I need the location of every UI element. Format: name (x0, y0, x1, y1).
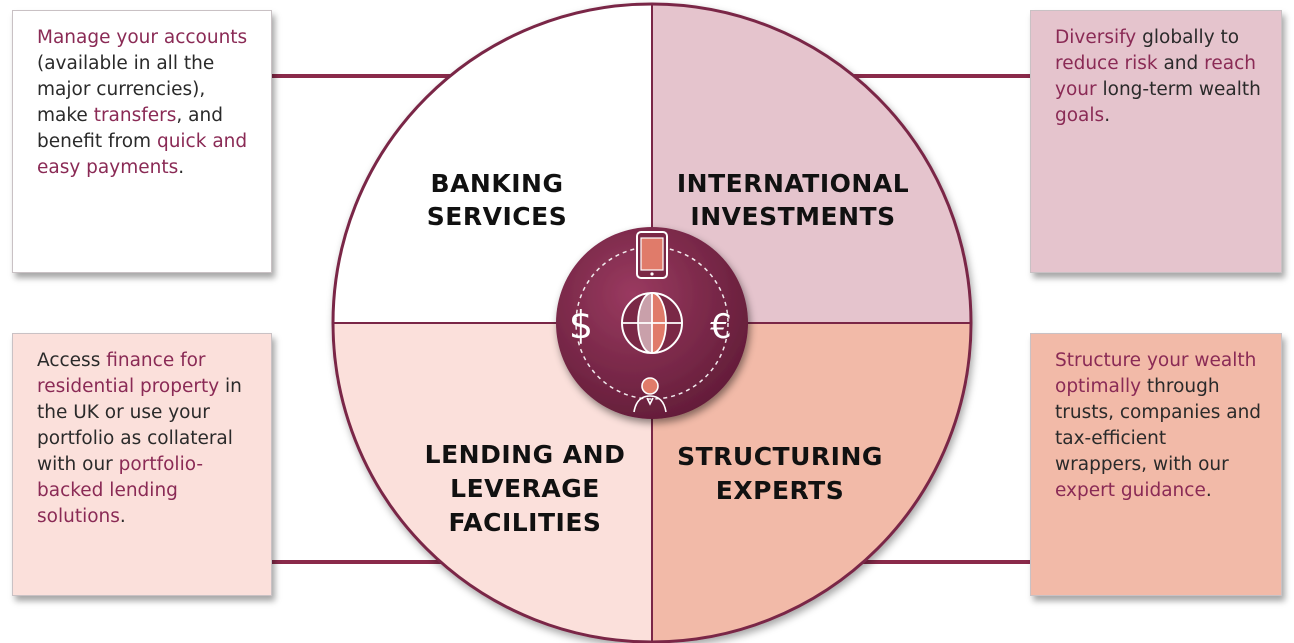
investments-text-5: reach your (1055, 53, 1256, 100)
banking-text-3: (available in all the major currencies),… (37, 53, 215, 126)
dollar-icon: $ (569, 303, 593, 347)
banking-text-1: Manage your (37, 27, 158, 48)
investments-text-8: . (1104, 105, 1111, 126)
investments-text-4: and (1157, 53, 1205, 74)
investments-text-3: reduce risk (1055, 53, 1158, 74)
structuring-title-line2: EXPERTS (716, 476, 844, 505)
lending-text-4: portfolio-backed lending solutions (37, 454, 204, 527)
quadrant-banking (333, 4, 652, 323)
banking-title-line2: SERVICES (427, 202, 567, 231)
structuring-text-4: . (1205, 480, 1212, 501)
investments-title-line2: INVESTMENTS (690, 202, 895, 231)
investments-text-2: globally to (1136, 27, 1240, 48)
lending-title-line2: LEVERAGE (450, 474, 600, 503)
investments-title-line1: INTERNATIONAL (677, 169, 909, 198)
lending-text-5: . (119, 506, 126, 527)
banking-card: Manage your accounts (available in all t… (12, 10, 272, 273)
quadrant-structuring (652, 323, 971, 642)
lending-text-3: in the UK or use your portfolio as colla… (37, 376, 242, 475)
investments-text-1: Diversify (1055, 27, 1137, 48)
banking-text-5: , and benefit from (37, 105, 223, 152)
lending-title-line1: LENDING AND (425, 440, 626, 469)
banking-text-7: . (178, 157, 185, 178)
structuring-text-1: Structure your wealth optimally (1055, 350, 1257, 397)
quadrant-lending (333, 323, 652, 642)
lending-text-2: finance for residential property (37, 350, 220, 397)
structuring-text-3: expert guidance (1055, 480, 1206, 501)
structuring-card: Structure your wealth optimally through … (1030, 333, 1282, 596)
lending-title-line3: FACILITIES (449, 508, 602, 537)
investments-text-6: long-term wealth (1096, 79, 1261, 100)
mobile-phone-icon (636, 231, 668, 279)
wheel-rim (331, 2, 973, 643)
structuring-title-line1: STRUCTURING (677, 442, 883, 471)
person-icon (633, 377, 667, 413)
structuring-text-2: through trusts, companies and tax-effici… (1055, 376, 1262, 475)
euro-icon: € (710, 307, 732, 347)
banking-text-4: transfers (93, 105, 177, 126)
globe-icon (621, 292, 683, 354)
investments-card: Diversify globally to reduce risk and re… (1030, 10, 1282, 273)
quadrant-investments (652, 4, 971, 323)
banking-title-line1: BANKING (431, 169, 564, 198)
lending-text-1: Access (37, 350, 107, 371)
banking-text-2: accounts (163, 27, 248, 48)
lending-card: Access finance for residential property … (12, 333, 272, 596)
investments-text-7: goals (1055, 105, 1105, 126)
center-emblem: $ € (556, 227, 748, 419)
banking-text-6: quick and easy payments (37, 131, 248, 178)
